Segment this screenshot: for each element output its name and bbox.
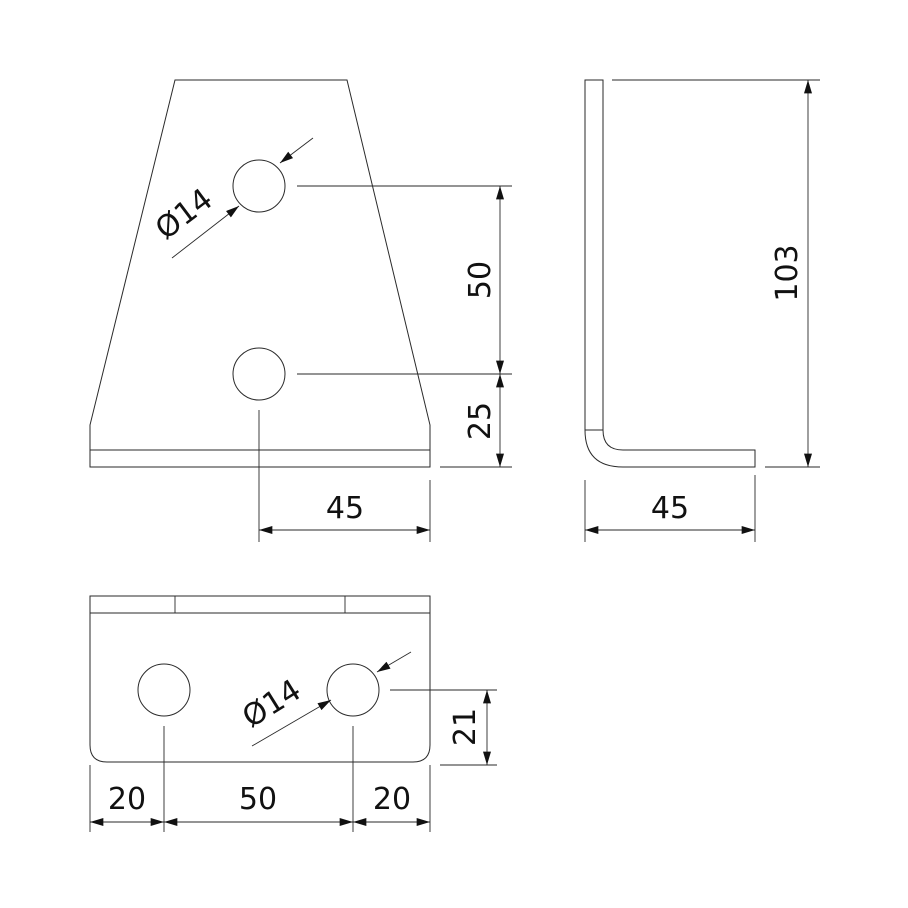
dim-label-diameter: Ø14: [149, 182, 219, 247]
front-outline: [89, 79, 431, 468]
dim-label-50: 50: [239, 782, 277, 817]
bottom-view: 21 20 50 20 Ø14: [89, 595, 497, 832]
dim-label-103: 103: [770, 244, 805, 301]
side-view: 103 45: [584, 79, 820, 542]
diameter-leader: [251, 699, 332, 747]
dim-label-45: 45: [651, 491, 689, 526]
side-profile: [584, 79, 756, 468]
right-hole: [326, 663, 380, 717]
dim-label-25: 25: [463, 402, 498, 440]
upper-hole: [232, 159, 286, 213]
dim-label-21: 21: [448, 708, 483, 746]
dim-label-45: 45: [326, 491, 364, 526]
front-view: 50 25 45 Ø14: [89, 79, 512, 542]
dim-label-50: 50: [463, 261, 498, 299]
bottom-outline: [89, 595, 431, 763]
diameter-leader: [171, 205, 240, 259]
diameter-leader: [376, 651, 412, 673]
lower-hole: [232, 347, 286, 401]
dim-label-20-left: 20: [108, 782, 146, 817]
dim-label-diameter: Ø14: [236, 673, 307, 735]
dim-label-20-right: 20: [373, 782, 411, 817]
diameter-leader: [279, 137, 314, 164]
left-hole: [137, 663, 191, 717]
